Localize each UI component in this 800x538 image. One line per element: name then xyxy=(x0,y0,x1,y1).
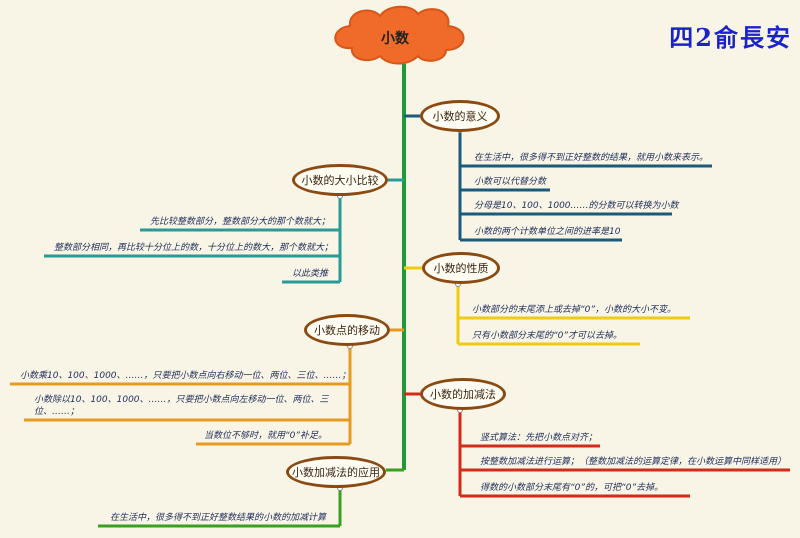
compare-item: 以此类推 xyxy=(292,269,329,279)
compare-item: 先比较整数部分，整数部分大的那个数就大； xyxy=(150,217,331,227)
apply-item: 在生活中，很多得不到正好整数结果的小数的加减计算 xyxy=(110,513,327,523)
root-cloud-shape xyxy=(334,5,465,65)
root-topic[interactable]: 小数 xyxy=(381,31,409,47)
author-signature: 四2俞長安 xyxy=(669,23,792,52)
meaning-item: 分母是10、100、1000……的分数可以转换为小数 xyxy=(474,201,679,211)
meaning-item: 小数可以代替分数 xyxy=(474,177,547,187)
meaning-item: 小数的两个计数单位之间的进率是10 xyxy=(474,227,621,237)
property-item: 只有小数部分末尾的“0”才可以去掉。 xyxy=(472,331,623,341)
compare-item: 整数部分相同，再比较十分位上的数，十分位上的数大，那个数就大； xyxy=(54,243,334,253)
addsub-item: 按整数加减法进行运算；（整数加减法的运算定律，在小数运算中同样适用） xyxy=(480,457,787,467)
node-apply[interactable]: 小数加减法的应用 xyxy=(286,456,386,488)
move-item: 小数乘10、100、1000、……，只要把小数点向右移动一位、两位、三位、……； xyxy=(20,371,351,381)
move-item: 当数位不够时，就用“0”补足。 xyxy=(204,431,328,441)
addsub-item: 竖式算法：先把小数点对齐； xyxy=(480,433,598,443)
move-item: 小数除以10、100、1000、……，只要把小数点向左移动一位、两位、三位、……… xyxy=(34,395,329,417)
node-addsub[interactable]: 小数的加减法 xyxy=(420,378,506,410)
node-meaning[interactable]: 小数的意义 xyxy=(420,100,500,132)
property-item: 小数部分的末尾添上或去掉“0”，小数的大小不变。 xyxy=(472,305,677,315)
node-compare[interactable]: 小数的大小比较 xyxy=(292,164,388,196)
node-move[interactable]: 小数点的移动 xyxy=(304,314,390,346)
addsub-item: 得数的小数部分末尾有“0”的，可把“0”去掉。 xyxy=(480,483,664,493)
node-property[interactable]: 小数的性质 xyxy=(422,252,500,284)
meaning-item: 在生活中，很多得不到正好整数的结果，就用小数来表示。 xyxy=(474,153,709,163)
